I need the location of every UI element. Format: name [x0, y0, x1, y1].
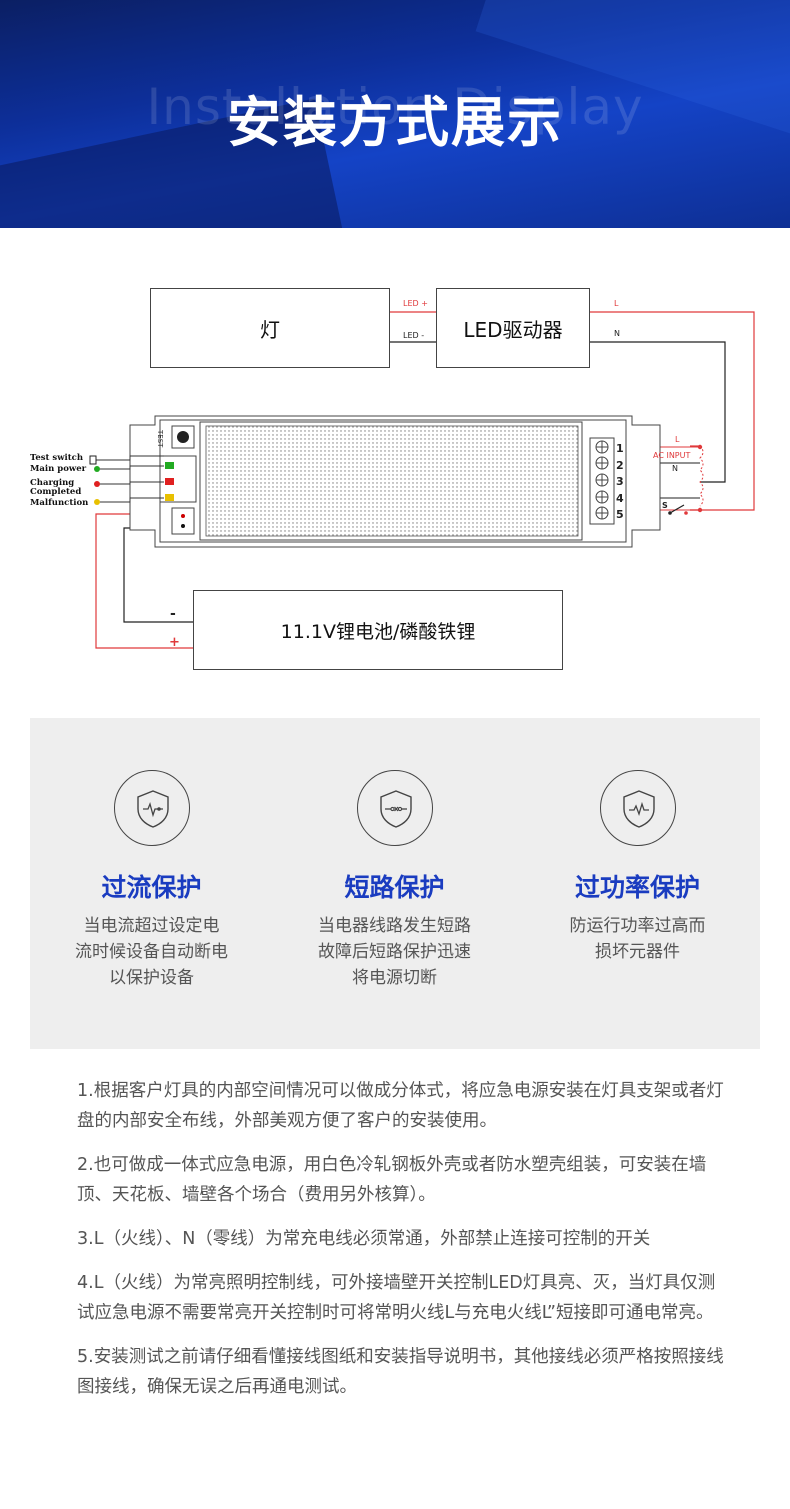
battery-box: 11.1V锂电池/磷酸铁锂	[193, 590, 563, 670]
charging-completed-label: Charging Completed	[30, 478, 82, 497]
overcurrent-shield-icon	[113, 770, 190, 846]
switch-s-label: S	[662, 501, 668, 510]
feature-desc-line: 以保护设备	[109, 968, 194, 988]
driver-box: LED驱动器	[436, 288, 590, 368]
note-item: 1.根据客户灯具的内部空间情况可以做成分体式，将应急电源安装在灯具支架或者灯盘的…	[77, 1081, 724, 1131]
protection-features: 过流保护 当电流超过设定电 流时候设备自动断电 以保护设备 短路保护 当电器线路…	[30, 718, 760, 1049]
led-plus-label: LED +	[403, 299, 428, 308]
battery-minus-label: -	[170, 606, 176, 622]
feature-desc-line: 损坏元器件	[595, 942, 680, 962]
feature-desc-line: 当电器线路发生短路	[318, 916, 471, 936]
feature-desc-line: 防运行功率过高而	[569, 916, 706, 936]
page-title: 安装方式展示	[227, 91, 563, 154]
terminal-numbers: 1 2 3 4 5	[616, 441, 624, 524]
terminal-number: 5	[616, 508, 624, 521]
feature-desc-line: 将电源切断	[352, 968, 437, 988]
ac-input-label: AC INPUT	[653, 451, 691, 460]
terminal-number: 2	[616, 458, 624, 472]
feature-overcurrent: 过流保护 当电流超过设定电 流时候设备自动断电 以保护设备	[30, 718, 273, 988]
terminal-number: 3	[616, 475, 624, 488]
note-item: 3.L（火线）、N（零线）为常充电线必须常通，外部禁止连接可控制的开关	[77, 1229, 651, 1249]
driver-label: LED驱动器	[463, 317, 563, 342]
feature-desc-line: 当电流超过设定电	[83, 916, 220, 936]
feature-desc: 当电器线路发生短路 故障后短路保护迅速 将电源切断	[273, 913, 516, 991]
overpower-shield-icon	[599, 770, 676, 846]
wiring-diagram: 灯 LED驱动器 11.1V锂电池/磷酸铁锂 LED + LED - L N L…	[0, 270, 790, 690]
lamp-box: 灯	[150, 288, 390, 368]
note-item: 5.安装测试之前请仔细看懂接线图纸和安装指导说明书，其他接线必须严格按照接线图接…	[77, 1347, 724, 1397]
battery-label: 11.1V锂电池/磷酸铁锂	[280, 620, 476, 643]
lamp-label: 灯	[260, 317, 280, 342]
wire-l-label: L	[614, 299, 619, 308]
short-circuit-shield-icon	[356, 770, 433, 846]
test-switch-label: Test switch	[30, 453, 84, 463]
battery-plus-label: +	[169, 635, 180, 650]
feature-desc: 防运行功率过高而 损坏元器件	[516, 913, 759, 965]
wire-n-label: N	[614, 329, 620, 338]
feature-short-circuit: 短路保护 当电器线路发生短路 故障后短路保护迅速 将电源切断	[273, 718, 516, 988]
terminal-number: 4	[616, 491, 624, 505]
feature-desc: 当电流超过设定电 流时候设备自动断电 以保护设备	[30, 913, 273, 991]
note-item: 2.也可做成一体式应急电源，用白色冷轧钢板外壳或者防水塑壳组装，可安装在墙顶、天…	[77, 1155, 707, 1205]
terminal-l-label: L	[675, 435, 680, 444]
feature-desc-line: 流时候设备自动断电	[75, 942, 228, 962]
test-label: TEST	[156, 430, 164, 448]
feature-name: 短路保护	[344, 873, 445, 902]
wiring-diagram-lines	[89, 311, 755, 649]
feature-overpower: 过功率保护 防运行功率过高而 损坏元器件	[516, 718, 759, 962]
main-power-label: Main power	[30, 464, 87, 474]
feature-name: 过功率保护	[574, 873, 700, 902]
led-minus-label: LED -	[403, 331, 425, 340]
header-banner: Installation Display 安装方式展示	[0, 0, 790, 228]
installation-notes: 1.根据客户灯具的内部空间情况可以做成分体式，将应急电源安装在灯具支架或者灯盘的…	[77, 1076, 727, 1416]
note-item: 4.L（火线）为常亮照明控制线，可外接墙壁开关控制LED灯具亮、灭，当灯具仅测试…	[77, 1273, 716, 1323]
terminal-n-label: N	[672, 464, 678, 473]
malfunction-label: Malfunction	[30, 498, 89, 508]
feature-desc-line: 故障后短路保护迅速	[318, 942, 471, 962]
feature-name: 过流保护	[101, 873, 202, 902]
terminal-number: 1	[616, 442, 624, 455]
banner-ghost-text: Installation Display	[146, 78, 644, 136]
